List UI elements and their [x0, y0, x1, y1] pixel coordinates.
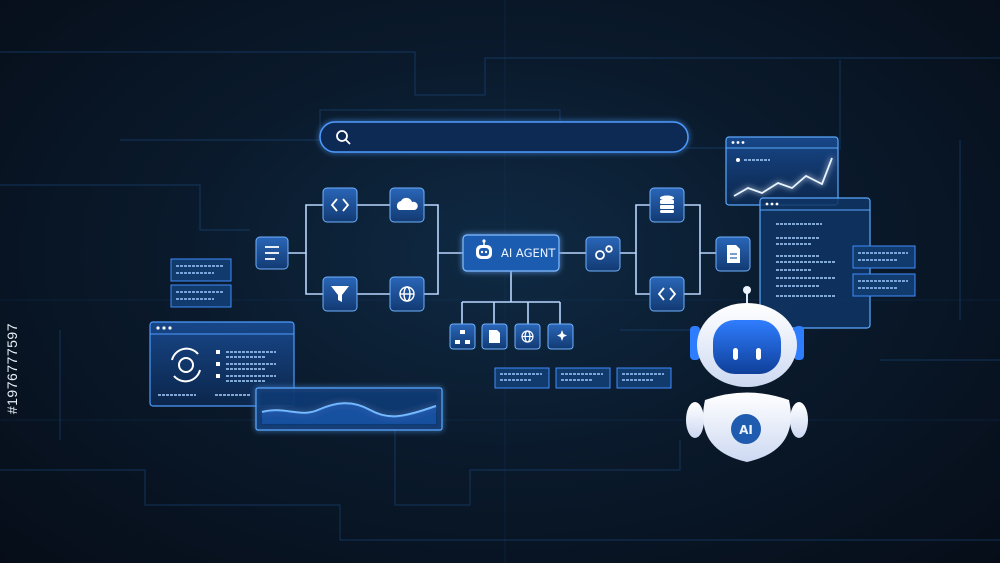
waveform-panel [255, 387, 443, 431]
search-icon [336, 130, 351, 145]
robot-head-icon [476, 239, 492, 259]
filter-icon [331, 286, 349, 302]
ai-agent-label: AI AGENT [501, 246, 556, 260]
sitemap-node[interactable] [449, 323, 476, 350]
globe-node[interactable] [389, 276, 425, 312]
flow-connectors [288, 204, 716, 324]
code-node-lower[interactable] [649, 276, 685, 312]
database-icon [660, 195, 674, 213]
cloud-node[interactable] [389, 187, 425, 223]
info-tag-left-2 [170, 284, 232, 308]
list-icon [265, 246, 279, 260]
code-node-upper[interactable] [322, 187, 358, 223]
info-tag-right-2 [852, 273, 916, 297]
code-icon [330, 198, 350, 212]
document-icon [489, 330, 500, 343]
settings-panel [149, 321, 295, 407]
sparkle-icon [557, 330, 567, 341]
file-node[interactable] [715, 236, 751, 272]
document-node[interactable] [481, 323, 508, 350]
search-bar[interactable] [319, 121, 689, 153]
code-icon [657, 287, 677, 301]
globe-tool-node[interactable] [514, 323, 541, 350]
robot-ai-badge: AI [739, 423, 753, 437]
info-tag-bottom-2 [555, 367, 611, 389]
file-icon [727, 245, 740, 263]
info-tag-left-1 [170, 258, 232, 282]
globe-icon [399, 286, 415, 302]
gear-refresh-icon [171, 347, 201, 383]
gears-node[interactable] [585, 236, 621, 272]
robot-mascot [686, 286, 808, 462]
background-circuit-lines [0, 51, 1000, 541]
sparkle-node[interactable] [547, 323, 574, 350]
globe-icon [521, 330, 534, 343]
info-tag-bottom-3 [616, 367, 672, 389]
line-chart-panel [725, 136, 839, 206]
database-node[interactable] [649, 187, 685, 223]
filter-node[interactable] [322, 276, 358, 312]
line-chart-icon [733, 157, 833, 197]
info-tag-bottom-1 [494, 367, 550, 389]
cloud-icon [396, 197, 418, 210]
sitemap-icon [455, 330, 470, 344]
text-document-panel [759, 197, 871, 329]
list-node[interactable] [255, 236, 289, 270]
stock-image-id: #1976777597 [4, 323, 20, 415]
ai-agent-node[interactable] [462, 234, 560, 272]
gears-icon [595, 245, 613, 260]
info-tag-right-1 [852, 245, 916, 269]
